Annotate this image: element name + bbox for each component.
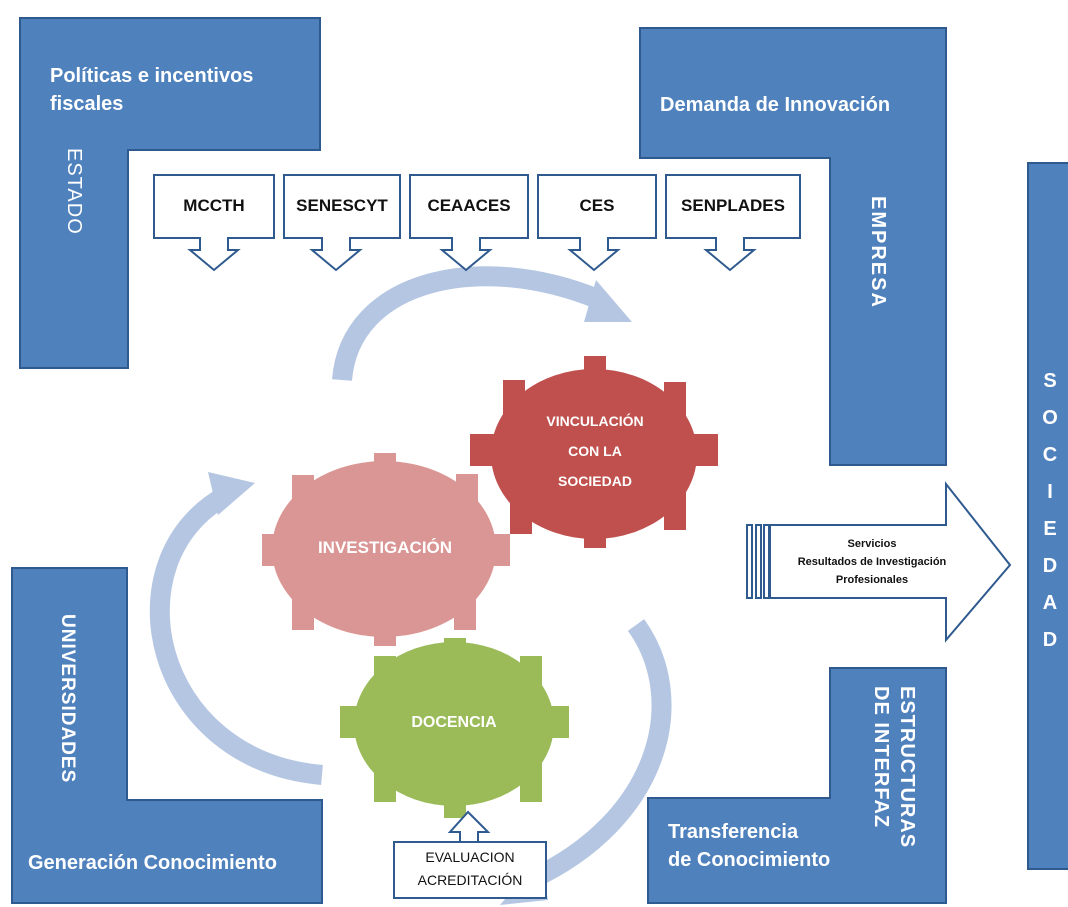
- universidades-block: [11, 567, 323, 904]
- universidades-footer: Generación Conocimiento: [28, 852, 277, 874]
- callout-shapes: [153, 174, 801, 272]
- estado-title: Políticas e incentivos fiscales: [50, 62, 253, 118]
- universidades-label: UNIVERSIDADES: [57, 614, 78, 784]
- sociedad-letter-1: S: [1043, 370, 1057, 392]
- estructuras-text-line2: de Conocimiento: [668, 849, 831, 871]
- gear-investigacion: [262, 453, 510, 646]
- gear-vinculacion: [470, 356, 718, 548]
- sociedad-letter-6: D: [1042, 555, 1058, 577]
- gear-investigacion-label: INVESTIGACIÓN: [317, 538, 453, 557]
- sociedad-letter-5: E: [1043, 518, 1057, 540]
- output-arrow-line3: Profesionales: [835, 574, 909, 586]
- callout-ceaaces: CEAACES: [427, 196, 511, 215]
- callout-ces: CES: [579, 196, 615, 215]
- estado-title-line2: fiscales: [50, 93, 124, 115]
- evaluacion-line2: ACREDITACIÓN: [417, 872, 523, 888]
- callout-mccth: MCCTH: [183, 196, 245, 215]
- gear-vinculacion-line1: VINCULACIÓN: [546, 413, 644, 429]
- gear-docencia: [340, 638, 569, 818]
- sociedad-letter-4: I: [1047, 481, 1053, 503]
- callout-senescyt: SENESCYT: [296, 196, 388, 215]
- empresa-block: [639, 27, 947, 466]
- gear-docencia-label: DOCENCIA: [411, 714, 497, 731]
- estructuras-block: [647, 667, 947, 904]
- evaluacion-shape: [393, 810, 547, 899]
- estructuras-label: ESTRUCTURAS DE INTERFAZ: [868, 686, 920, 848]
- output-arrow-shape: [746, 481, 1012, 643]
- sociedad-letter-8: D: [1042, 629, 1058, 651]
- empresa-label: EMPRESA: [867, 196, 889, 309]
- estructuras-label-line1: ESTRUCTURAS: [896, 686, 918, 849]
- gear-vinculacion-line3: SOCIEDAD: [558, 473, 632, 489]
- evaluacion-label: EVALUACION ACREDITACIÓN: [394, 846, 546, 892]
- cycle-arrows: [149, 266, 672, 890]
- estado-block: [19, 17, 321, 369]
- evaluacion-line1: EVALUACION: [425, 849, 515, 865]
- gear-vinculacion-label: VINCULACIÓN CON LA SOCIEDAD: [520, 406, 670, 496]
- sociedad-letter-7: A: [1042, 592, 1058, 614]
- estado-title-line1: Políticas e incentivos: [50, 65, 254, 87]
- sociedad-letter-3: C: [1042, 444, 1058, 466]
- output-arrow-line2: Resultados de Investigación: [797, 556, 947, 568]
- callout-senplades: SENPLADES: [681, 196, 785, 215]
- empresa-title: Demanda de Innovación: [660, 94, 891, 116]
- estructuras-text: Transferencia de Conocimiento: [668, 818, 830, 874]
- sociedad-letter-2: O: [1042, 407, 1058, 429]
- estructuras-text-line1: Transferencia: [668, 821, 799, 843]
- estructuras-label-line2: DE INTERFAZ: [870, 686, 892, 829]
- gear-vinculacion-line2: CON LA: [568, 443, 622, 459]
- sociedad-block: [1027, 162, 1068, 870]
- estado-label: ESTADO: [63, 148, 85, 235]
- output-arrow-label: Servicios Resultados de Investigación Pr…: [774, 535, 970, 589]
- output-arrow-line1: Servicios: [847, 538, 897, 550]
